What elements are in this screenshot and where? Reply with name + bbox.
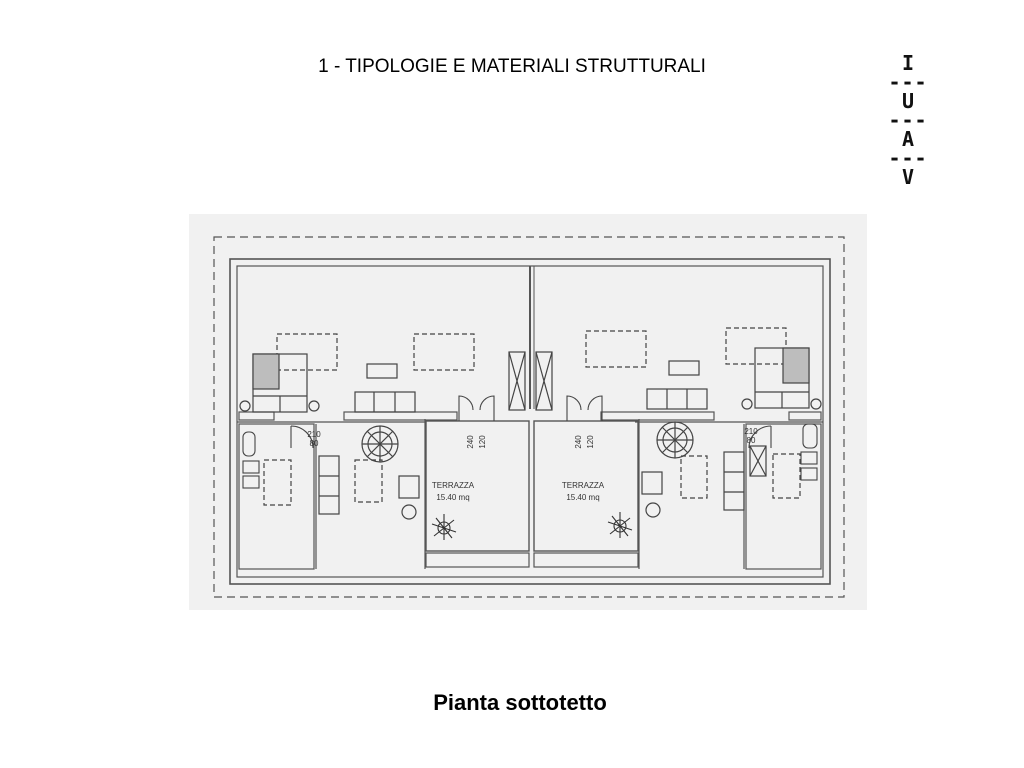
logo-separator: --- [888, 70, 928, 94]
sofa-vertical [318, 455, 340, 515]
dashed-table [585, 330, 647, 368]
page-title: 1 - TIPOLOGIE E MATERIALI STRUTTURALI [318, 56, 706, 77]
door-dim-bottom-left: 80 [310, 439, 319, 448]
floor-plan-drawing: TERRAZZA 15.40 mq TERRAZZA 15.40 mq 210 … [213, 236, 845, 598]
sofa-vertical [723, 451, 745, 511]
plant-left [431, 514, 457, 540]
door-dim-top-left: 210 [307, 430, 321, 439]
logo-separator: --- [888, 108, 928, 132]
bathtub [802, 423, 818, 449]
terrace-left [425, 420, 530, 552]
dashed-table [263, 459, 292, 506]
window-dim: 120 [586, 435, 595, 449]
terrace-label-right: TERRAZZA [562, 481, 605, 490]
terrace-door [587, 395, 603, 421]
wardrobe [508, 351, 526, 411]
wardrobe [535, 351, 553, 411]
dashed-table [725, 327, 787, 365]
outer-wall [229, 258, 831, 585]
bidet [242, 475, 260, 489]
bathroom-right [745, 423, 822, 570]
sofa [646, 388, 708, 410]
wardrobe [749, 445, 767, 477]
dashed-table [772, 453, 801, 499]
armchair [398, 475, 420, 499]
round-table [645, 502, 661, 518]
roof-outline [213, 236, 845, 598]
logo-letter: I [901, 51, 915, 75]
toilet [242, 460, 260, 474]
logo-letter: V [901, 165, 915, 189]
door-arc [290, 425, 314, 449]
door-arc [748, 425, 772, 449]
door-dim-top-right: 210 [744, 427, 758, 436]
logo-letter: U [901, 89, 915, 113]
dashed-table [354, 459, 383, 503]
dashed-table [680, 455, 708, 499]
coffee-table [366, 363, 398, 379]
logo-separator: --- [888, 146, 928, 170]
coffee-table [668, 360, 700, 376]
terrace-right [533, 420, 639, 552]
terrace-door [566, 395, 582, 421]
sofa [354, 391, 416, 413]
terrace-area-left: 15.40 mq [436, 493, 469, 502]
dashed-table [413, 333, 475, 371]
door-dim-bottom-right: 80 [747, 436, 756, 445]
armchair [641, 471, 663, 495]
terrace-label-left: TERRAZZA [432, 481, 475, 490]
bathroom-left [238, 423, 315, 570]
terrace-area-right: 15.40 mq [566, 493, 599, 502]
window-dim: 240 [466, 435, 475, 449]
terrace-door [458, 395, 474, 421]
round-table [401, 504, 417, 520]
bathtub [242, 431, 256, 457]
window-dim: 240 [574, 435, 583, 449]
logo-letter: A [901, 127, 915, 151]
iuav-logo: I --- U --- A --- V [886, 51, 930, 189]
bidet [800, 467, 818, 481]
floor-plan: TERRAZZA 15.40 mq TERRAZZA 15.40 mq 210 … [189, 214, 867, 610]
terrace-door [479, 395, 495, 421]
caption: Pianta sottotetto [433, 690, 607, 715]
toilet [800, 451, 818, 465]
window-dim: 120 [478, 435, 487, 449]
plant-right [607, 512, 633, 538]
